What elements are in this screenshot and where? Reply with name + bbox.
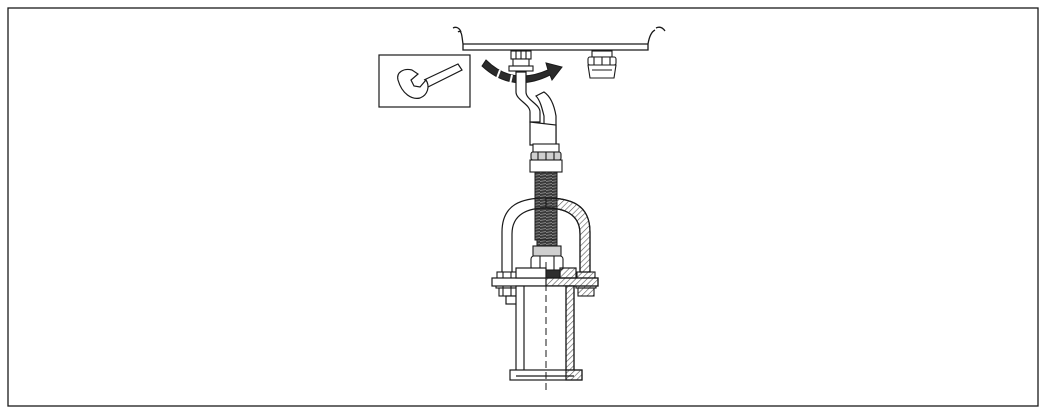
housing-bottom-plate	[452, 26, 666, 51]
cable-gland-right	[587, 50, 617, 79]
open-end-wrench-icon	[378, 54, 471, 108]
cable	[515, 71, 557, 146]
diagram-frame	[7, 7, 1039, 407]
conduit-gland-bottom	[530, 245, 564, 279]
conduit-gland-top	[529, 143, 563, 173]
cable-gland-left	[508, 50, 534, 72]
